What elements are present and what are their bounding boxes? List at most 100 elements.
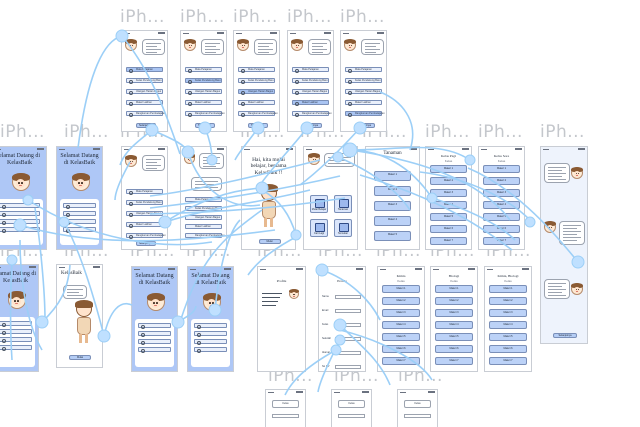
login-option[interactable] xyxy=(138,331,171,337)
menu-item[interactable]: Ulangan Harian Bagus xyxy=(292,89,329,95)
list-box[interactable]: Materi 4 xyxy=(374,216,411,226)
continue-button[interactable]: Selanjutnya xyxy=(553,333,577,338)
profile-input[interactable] xyxy=(335,365,361,369)
menu-item[interactable]: Ulangan Harian Bagus xyxy=(185,215,222,220)
mini-input[interactable] xyxy=(272,414,299,418)
login-option[interactable] xyxy=(138,339,171,345)
continue-button[interactable]: Selanjutnya xyxy=(247,123,268,128)
menu-item[interactable]: Mata Pelajaran xyxy=(345,67,382,73)
list-box[interactable]: Materi 3 xyxy=(483,189,520,197)
continue-button[interactable]: Selanjutnya xyxy=(301,123,322,128)
list-box[interactable]: Materi 1 xyxy=(430,165,467,173)
phone-frame[interactable]: Hai, kita mulai belajar, bersama KelasBa… xyxy=(241,146,296,250)
menu-item[interactable]: Materi Latihan xyxy=(126,222,163,228)
mini-card[interactable]: Kelas xyxy=(272,400,299,408)
login-option[interactable] xyxy=(63,227,96,233)
menu-item[interactable]: Rangkuman Pembelajaran xyxy=(238,111,278,117)
menu-item[interactable]: Mata Pelajaran xyxy=(185,197,222,202)
menu-item[interactable]: Kelas Pendukung Baru xyxy=(185,206,222,211)
list-box[interactable]: Materi 2 xyxy=(430,177,467,185)
phone-frame[interactable]: Selamat Datang di KelasBaik xyxy=(187,266,234,372)
list-box[interactable]: Materi 5 xyxy=(374,231,411,241)
list-box[interactable]: Materi 5 xyxy=(489,333,527,341)
menu-tile[interactable]: Tanaman xyxy=(334,195,352,213)
menu-item[interactable]: Materi Latihan xyxy=(126,100,163,106)
continue-button[interactable]: Selanjutnya xyxy=(194,123,215,128)
list-box[interactable]: Materi 1 xyxy=(382,285,420,293)
menu-item[interactable]: Materi Latihan xyxy=(292,100,329,106)
menu-item[interactable]: Rangkuman Pembelajaran xyxy=(126,111,166,117)
phone-frame[interactable]: Selamat Datang di KelasBaik xyxy=(131,266,178,372)
continue-button[interactable]: Selanjutnya xyxy=(135,241,156,246)
menu-item[interactable]: Kelas Pendukung Baru xyxy=(238,78,275,84)
menu-item[interactable]: Ulangan Harian Bagus xyxy=(238,89,275,95)
login-option[interactable] xyxy=(0,219,40,225)
list-box[interactable]: Materi 5 xyxy=(382,333,420,341)
menu-item[interactable]: Mata Pelajaran xyxy=(238,67,275,73)
menu-item[interactable]: Materi Latihan xyxy=(238,100,275,106)
list-box[interactable]: Materi 7 xyxy=(382,357,420,365)
menu-item[interactable]: Materi Latihan xyxy=(185,224,222,229)
menu-item[interactable]: Mata Pelajaran xyxy=(292,67,329,73)
phone-frame[interactable]: Selanjutnya xyxy=(540,146,588,344)
menu-item[interactable]: Rangkuman Pembelajaran xyxy=(126,233,166,239)
menu-item[interactable]: Mata Pelajaran xyxy=(126,189,163,195)
continue-button[interactable]: Selanjutnya xyxy=(135,123,156,128)
list-box[interactable]: Materi 6 xyxy=(382,345,420,353)
start-button[interactable]: Mulai xyxy=(69,355,91,360)
list-box[interactable]: Materi 2 xyxy=(489,297,527,305)
phone-frame[interactable]: Selamat Datang di KelasBaik xyxy=(56,146,103,250)
profile-input[interactable] xyxy=(335,323,361,327)
phone-frame[interactable]: elamat Datang di KelasBaik xyxy=(0,264,39,372)
list-box[interactable]: Materi 4 xyxy=(435,321,473,329)
list-box[interactable]: Materi 1 xyxy=(374,171,411,181)
list-box[interactable]: Materi 6 xyxy=(435,345,473,353)
login-option[interactable] xyxy=(194,347,227,353)
list-box[interactable]: Materi 2 xyxy=(483,177,520,185)
profile-input[interactable] xyxy=(335,351,361,355)
login-option[interactable] xyxy=(138,323,171,329)
profile-input[interactable] xyxy=(335,337,361,341)
phone-frame[interactable]: elamat Datang di KelasBaik xyxy=(0,146,47,250)
menu-item[interactable]: Kelas Pendukung Baru xyxy=(292,78,329,84)
menu-item[interactable]: Ulangan Harian Bagus xyxy=(345,89,382,95)
list-box[interactable]: Materi 3 xyxy=(382,309,420,317)
menu-tile[interactable]: Temukan xyxy=(334,219,352,237)
phone-frame[interactable]: Profile xyxy=(257,266,306,372)
list-box[interactable]: Materi 3 xyxy=(489,309,527,317)
list-box[interactable]: Materi 7 xyxy=(483,237,520,245)
profile-input[interactable] xyxy=(335,295,361,299)
mini-card[interactable]: Kelas xyxy=(338,400,365,408)
login-option[interactable] xyxy=(63,203,96,209)
continue-button[interactable]: Selanjutnya xyxy=(354,123,375,128)
list-box[interactable]: Materi 5 xyxy=(483,213,520,221)
menu-item[interactable]: Rangkuman Pembelajaran xyxy=(345,111,385,117)
menu-item[interactable]: Ulangan Harian Bagus xyxy=(126,89,163,95)
menu-item[interactable]: Materi Latihan xyxy=(345,100,382,106)
list-box[interactable]: Materi 5 xyxy=(435,333,473,341)
menu-item[interactable]: Rangkuman Pembelajaran xyxy=(292,111,332,117)
menu-item[interactable]: Mata Pelajaran xyxy=(126,67,163,73)
list-box[interactable]: Materi 4 xyxy=(382,321,420,329)
list-box[interactable]: Materi 7 xyxy=(430,237,467,245)
list-box[interactable]: Materi 3 xyxy=(430,189,467,197)
login-option[interactable] xyxy=(0,227,40,233)
phone-frame[interactable]: Kelas xyxy=(265,389,306,427)
menu-item[interactable]: Ulangan Harian Bagus xyxy=(185,89,222,95)
login-option[interactable] xyxy=(0,203,40,209)
menu-tile[interactable]: Mulai Belajar xyxy=(310,195,328,213)
menu-item[interactable]: Kelas Pendukung Baru xyxy=(185,78,222,84)
